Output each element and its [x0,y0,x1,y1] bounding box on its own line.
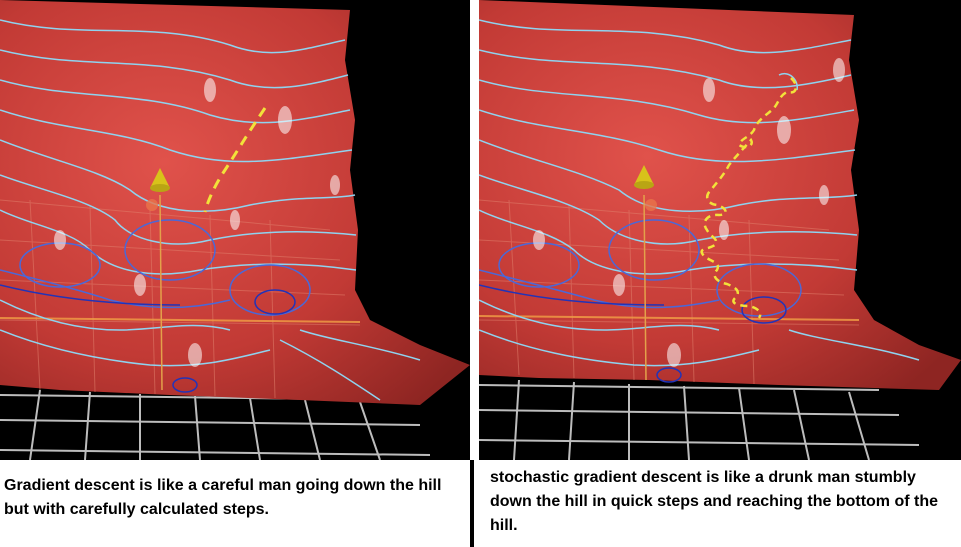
surface-highlights [54,78,340,367]
loss-surface [479,0,961,390]
loss-surface [0,0,470,405]
loss-surface-sgd [479,0,961,460]
panel-divider [470,0,479,460]
caption-divider [470,460,474,547]
stochastic-gradient-descent-caption: stochastic gradient descent is like a dr… [490,469,939,534]
start-marker [146,168,170,391]
stochastic-gradient-descent-panel [479,0,961,460]
surface-highlights [533,58,845,367]
gradient-descent-panel [0,0,470,460]
start-marker [634,165,657,381]
contour-lines [0,19,421,401]
gradient-descent-caption: Gradient descent is like a careful man g… [4,477,442,518]
loss-surface-gd [0,0,470,460]
contour-lines [479,19,920,383]
descent-path [700,77,798,319]
floor-grid [479,379,920,460]
descent-path [203,107,267,213]
